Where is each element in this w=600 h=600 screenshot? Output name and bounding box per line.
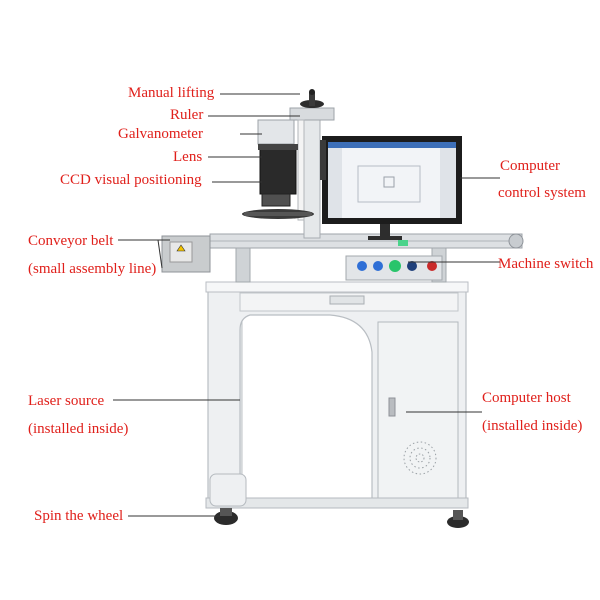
label-spin-wheel: Spin the wheel (34, 508, 124, 524)
label-ccd: CCD visual positioning (60, 172, 202, 188)
fan-vent (403, 441, 437, 475)
label-lens: Lens (173, 149, 203, 165)
label-manual-lifting: Manual lifting (128, 85, 215, 101)
label-laser-source-sub: (installed inside) (28, 421, 129, 437)
control-panel (345, 240, 443, 281)
leader-lines (113, 93, 500, 517)
label-computer-control-sub: control system (498, 185, 586, 201)
label-ruler: Ruler (170, 107, 204, 123)
label-machine-switch: Machine switch (498, 256, 594, 272)
label-computer-control: Computer (500, 158, 560, 174)
leader-conveyor-2 (157, 239, 163, 269)
label-laser-source: Laser source (28, 393, 105, 409)
laser-column (242, 89, 335, 239)
cabinet (205, 281, 469, 528)
label-computer-host-sub: (installed inside) (482, 418, 583, 434)
monitor (320, 136, 462, 240)
label-galvanometer: Galvanometer (118, 126, 203, 142)
conveyor-belt (161, 233, 524, 283)
label-conveyor-belt: Conveyor belt (28, 233, 114, 249)
label-conveyor-belt-sub: (small assembly line) (28, 261, 157, 277)
label-computer-host: Computer host (482, 390, 571, 406)
